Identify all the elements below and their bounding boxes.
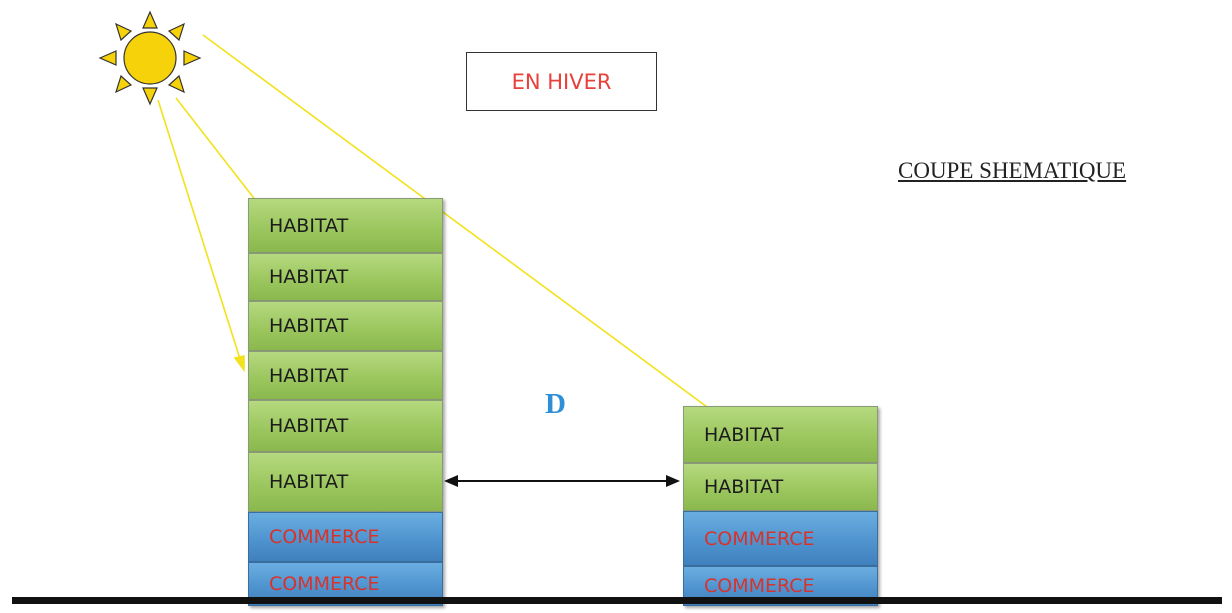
sun-ray-line: [202, 34, 723, 419]
floor-commerce: COMMERCE: [248, 512, 443, 562]
floor-habitat: HABITAT: [248, 351, 443, 400]
season-label: EN HIVER: [511, 69, 612, 94]
double-arrow-icon: [444, 475, 680, 487]
distance-label: D: [545, 388, 566, 420]
sun-ray-arrowhead: [233, 355, 245, 373]
floor-habitat: HABITAT: [248, 253, 443, 301]
season-label-box: EN HIVER: [466, 52, 657, 111]
floor-habitat: HABITAT: [683, 406, 878, 463]
section-title: COUPE SHEMATIQUE: [898, 158, 1127, 183]
floor-commerce: COMMERCE: [683, 511, 878, 566]
ground-line: [12, 597, 1222, 604]
sun-ray-line: [157, 99, 242, 363]
floor-habitat: HABITAT: [248, 400, 443, 452]
floor-habitat: HABITAT: [683, 463, 878, 511]
floor-habitat: HABITAT: [248, 198, 443, 253]
floor-habitat: HABITAT: [248, 301, 443, 351]
floor-habitat: HABITAT: [248, 452, 443, 512]
sun-icon: [98, 10, 202, 106]
